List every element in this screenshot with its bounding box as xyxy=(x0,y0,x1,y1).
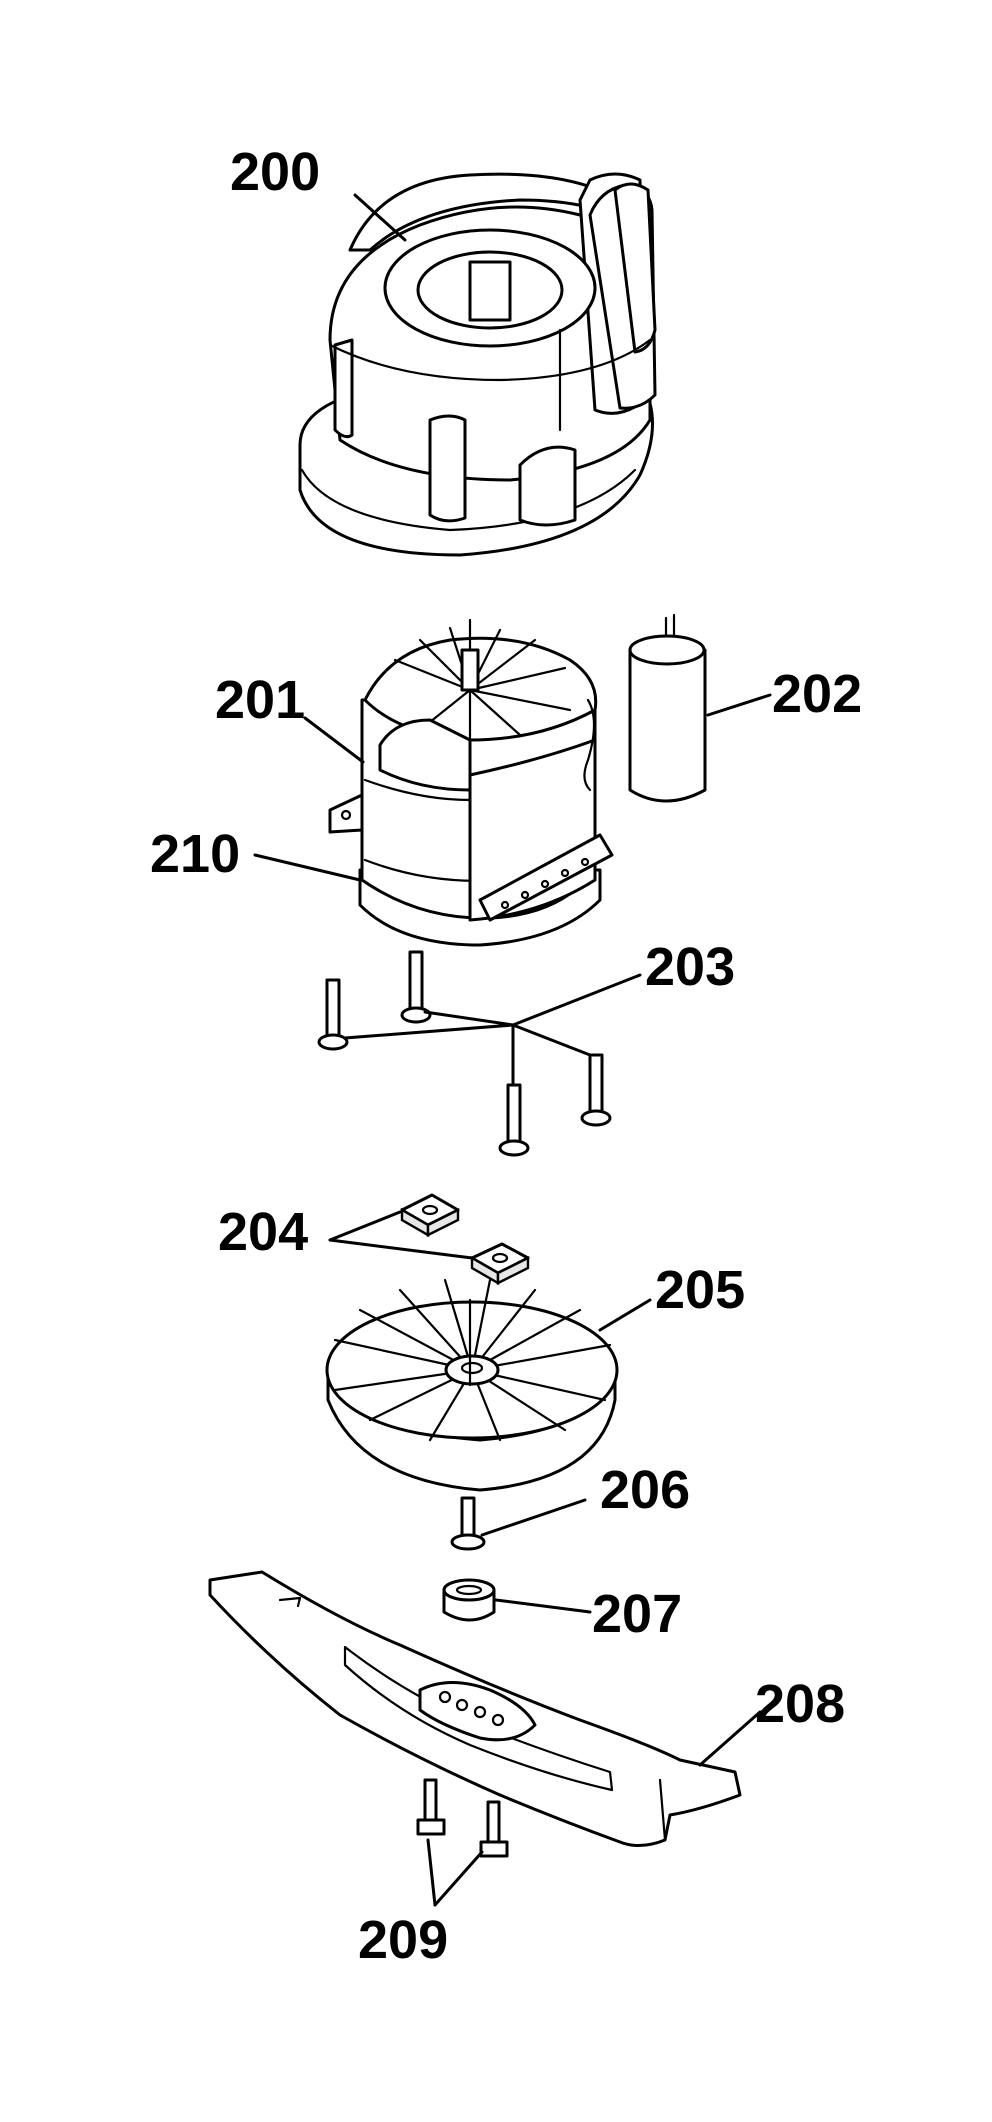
label-204: 204 xyxy=(218,1202,308,1262)
part-201-motor xyxy=(328,618,614,947)
label-205: 205 xyxy=(655,1260,745,1320)
part-203-screws xyxy=(317,950,612,1157)
part-204-nuts xyxy=(400,1193,530,1286)
label-206: 206 xyxy=(600,1460,690,1520)
part-207-spacer xyxy=(442,1578,496,1622)
leader-lines xyxy=(253,193,772,1907)
leader-203-a xyxy=(343,1023,515,1040)
part-200-motor-housing xyxy=(298,172,657,557)
leader-209-a xyxy=(426,1838,437,1907)
leader-206 xyxy=(480,1498,587,1537)
part-205-fan xyxy=(325,1278,619,1492)
label-201: 201 xyxy=(215,670,305,730)
label-200: 200 xyxy=(230,142,320,202)
label-210: 210 xyxy=(150,824,240,884)
part-208-blade xyxy=(208,1570,742,1847)
label-202: 202 xyxy=(772,664,862,724)
label-208: 208 xyxy=(755,1674,845,1734)
leader-207 xyxy=(494,1598,592,1614)
part-labels: 200 201 202 210 203 204 205 206 207 208 … xyxy=(150,142,862,1970)
label-209: 209 xyxy=(358,1910,448,1970)
leader-202 xyxy=(706,693,772,717)
leader-210 xyxy=(253,853,362,882)
leader-208 xyxy=(698,1710,762,1767)
leader-203-c xyxy=(511,1023,592,1057)
leader-204-b xyxy=(328,1238,474,1260)
leader-205 xyxy=(598,1298,652,1332)
leader-200 xyxy=(353,193,407,242)
leader-209-b xyxy=(433,1850,484,1907)
leader-201 xyxy=(303,716,365,764)
label-207: 207 xyxy=(592,1584,682,1644)
leader-203-main xyxy=(511,973,642,1027)
label-203: 203 xyxy=(645,937,735,997)
leader-203-b xyxy=(423,1010,515,1027)
part-206-bolt xyxy=(450,1496,486,1551)
leader-204-a xyxy=(328,1210,402,1242)
part-202-capacitor xyxy=(628,613,707,803)
part-209-bolts xyxy=(416,1778,509,1858)
